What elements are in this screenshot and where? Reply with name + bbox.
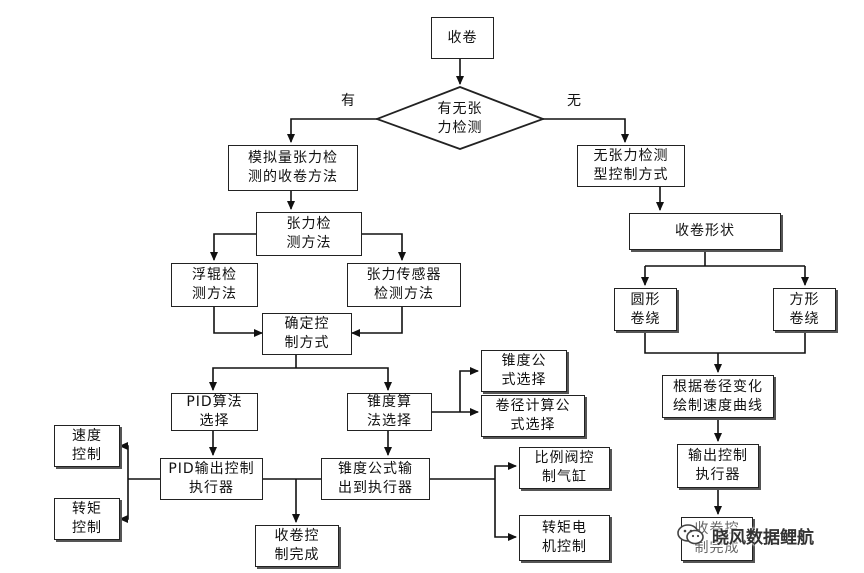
node-speed-control: 速度 控制 xyxy=(54,425,120,467)
node-tension-sensor: 张力传感器 检测方法 xyxy=(347,263,461,307)
node-wind-shape: 收卷形状 xyxy=(629,213,781,250)
node-decision-label: 有无张 力检测 xyxy=(437,101,483,136)
node-torque-control: 转矩 控制 xyxy=(54,498,120,540)
wechat-icon xyxy=(677,524,704,545)
watermark-text: 晓风数据鲤航 xyxy=(712,527,814,548)
node-pid-algorithm: PID算法 选择 xyxy=(171,393,258,431)
watermark: 晓风数据鲤航 xyxy=(676,519,856,551)
node-float-roller: 浮辊检 测方法 xyxy=(171,263,258,307)
node-valve-control: 比例阀控 制气缸 xyxy=(519,447,610,489)
node-done-right: 收卷控 制完成 xyxy=(681,517,753,561)
node-diameter-calc: 卷径计算公 式选择 xyxy=(481,395,585,437)
node-taper-formula: 锥度公 式选择 xyxy=(481,350,567,392)
node-start: 收卷 xyxy=(431,17,494,59)
node-square-wind: 方形 卷绕 xyxy=(773,288,836,331)
edge-label-yes: 有 xyxy=(341,93,355,109)
node-taper-output: 锥度公式输 出到执行器 xyxy=(321,458,430,500)
node-done-left: 收卷控 制完成 xyxy=(255,525,339,567)
node-analog-method: 模拟量张力检 测的收卷方法 xyxy=(228,145,358,191)
node-pid-output: PID输出控制 执行器 xyxy=(160,458,263,500)
edge-label-no: 无 xyxy=(567,93,581,109)
node-motor-control: 转矩电 机控制 xyxy=(519,515,610,561)
node-tension-method: 张力检 测方法 xyxy=(256,212,362,256)
node-speed-curve: 根据卷径变化 绘制速度曲线 xyxy=(662,375,774,418)
node-round-wind: 圆形 卷绕 xyxy=(614,288,677,331)
node-taper-algorithm: 锥度算 法选择 xyxy=(347,393,432,431)
node-determine-control: 确定控 制方式 xyxy=(262,313,352,355)
node-output-control: 输出控制 执行器 xyxy=(677,444,759,488)
node-no-tension: 无张力检测 型控制方式 xyxy=(577,145,685,187)
